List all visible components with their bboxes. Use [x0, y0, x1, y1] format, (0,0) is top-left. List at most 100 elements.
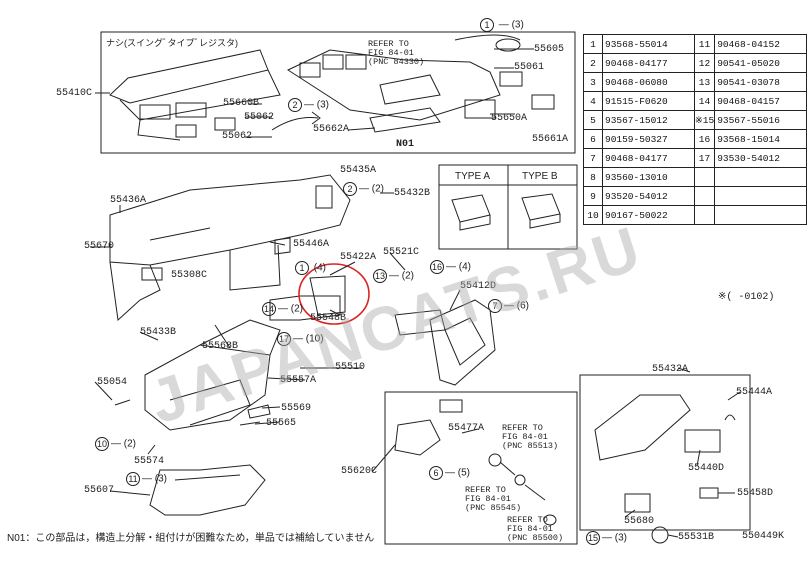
part-number: 93568-55014	[602, 34, 695, 54]
ref-number: 8	[583, 167, 603, 187]
callout-55607: 55607	[84, 485, 115, 496]
callout-11-qty3: 11— (3)	[126, 472, 167, 486]
date-note: ※( -0102)	[718, 292, 775, 303]
ref-number: 11	[693, 34, 716, 54]
qty-text: (4)	[458, 261, 472, 273]
ref-number: 13	[693, 72, 716, 92]
part-number: 93560-13010	[602, 167, 695, 187]
refer-85545-l3: (PNC 85545)	[465, 503, 522, 513]
callout-13-qty2: 13— (2)	[373, 269, 415, 283]
qty-text: (4)	[313, 262, 327, 274]
part-number	[714, 205, 807, 225]
callout-55062-b: 55062	[222, 131, 253, 142]
refer-top-line1: REFER TO	[368, 39, 409, 49]
callout-15-qty3: 15— (3)	[586, 531, 628, 545]
callout-55680: 55680	[624, 516, 655, 527]
callout-55477a: 55477A	[448, 423, 485, 434]
callout-55531b: 55531B	[678, 532, 715, 543]
callout-55432a: 55432A	[652, 364, 689, 375]
part-number: 90159-50327	[602, 129, 695, 149]
type-b-label: TYPE B	[522, 171, 558, 182]
qty-text: (2)	[401, 270, 415, 282]
qty-text: (6)	[516, 300, 530, 312]
qty-text: (10)	[305, 333, 324, 345]
callout-2-qty2: 2— (2)	[343, 182, 384, 196]
callout-n01: N01	[396, 139, 415, 150]
ref-number: 16	[693, 129, 716, 149]
callout-1-qty3: 1 — (3)	[480, 18, 524, 32]
callout-16-qty4: 16— (4)	[430, 260, 472, 274]
callout-55548b: 55548B	[310, 313, 347, 324]
part-number: 93567-55016	[714, 110, 807, 130]
callout-1-qty4: 1 (4)	[295, 261, 326, 275]
bottom-right-frame	[579, 374, 751, 531]
callout-55568b: 55568B	[202, 341, 239, 352]
callout-17-qty10: 17— (10)	[277, 332, 324, 346]
ref-number: 4	[583, 91, 603, 111]
callout-55444a: 55444A	[736, 387, 773, 398]
callout-55670: 55670	[84, 241, 115, 252]
part-number: 90541-03078	[714, 72, 807, 92]
ref-number: 17	[693, 148, 716, 168]
qty-text: (2)	[371, 183, 385, 195]
callout-55062-a: 55062	[244, 112, 275, 123]
ref-number: 14	[693, 91, 716, 111]
callout-55660b: 55660B	[223, 98, 260, 109]
part-number: 90167-50022	[602, 205, 695, 225]
callout-55435a: 55435A	[340, 165, 377, 176]
glovebox	[144, 344, 271, 431]
callout-55432b: 55432B	[394, 188, 431, 199]
qty-text: (5)	[457, 467, 471, 479]
part-number: 93530-54012	[714, 148, 807, 168]
refer-85513-l2: FIG 84-01	[502, 432, 548, 442]
refer-85513: REFER TO FIG 84-01 (PNC 85513)	[502, 424, 558, 451]
red-highlight	[298, 263, 370, 325]
part-number: 90541-05020	[714, 53, 807, 73]
bezel-55422a	[309, 275, 346, 316]
qty-text: (2)	[290, 303, 304, 315]
refer-85545: REFER TO FIG 84-01 (PNC 85545)	[465, 486, 521, 513]
part-number	[714, 167, 807, 187]
callout-55410c: 55410C	[56, 88, 93, 99]
callout-55521c: 55521C	[383, 247, 420, 258]
callout-55662a: 55662A	[313, 124, 350, 135]
refer-85513-l1: REFER TO	[502, 423, 543, 433]
ref-number: ※15	[693, 110, 716, 130]
callout-55650a: 55650A	[491, 113, 528, 124]
refer-top: REFER TO FIG 84-01 (PNC 84330)	[368, 40, 424, 67]
callout-55661a: 55661A	[532, 134, 569, 145]
part-number: 91515-F0620	[602, 91, 695, 111]
part-number: 93520-54012	[602, 186, 695, 206]
callout-55605: 55605	[534, 44, 565, 55]
qty-text: (2)	[123, 438, 137, 450]
ref-number: 3	[583, 72, 603, 92]
part-number: 90468-04177	[602, 148, 695, 168]
ref-number: 1	[583, 34, 603, 54]
callout-55574: 55574	[134, 456, 165, 467]
part-number: 90468-04177	[602, 53, 695, 73]
refer-85500-l2: FIG 84-01	[507, 524, 553, 534]
callout-55510: 55510	[335, 362, 366, 373]
refer-85545-l2: FIG 84-01	[465, 494, 511, 504]
center-panel-55412d	[429, 299, 496, 386]
callout-55054: 55054	[97, 377, 128, 388]
qty-text: (3)	[614, 532, 628, 544]
refer-85500: REFER TO FIG 84-01 (PNC 85500)	[507, 516, 563, 543]
refer-top-line3: (PNC 84330)	[368, 57, 425, 67]
diagram-id: 550449K	[742, 531, 785, 542]
ref-number	[693, 205, 716, 225]
callout-55557a: 55557A	[280, 375, 317, 386]
ref-number: 2	[583, 53, 603, 73]
callout-55436a: 55436A	[110, 195, 147, 206]
refer-85500-l1: REFER TO	[507, 515, 548, 525]
part-number: 90468-06080	[602, 72, 695, 92]
